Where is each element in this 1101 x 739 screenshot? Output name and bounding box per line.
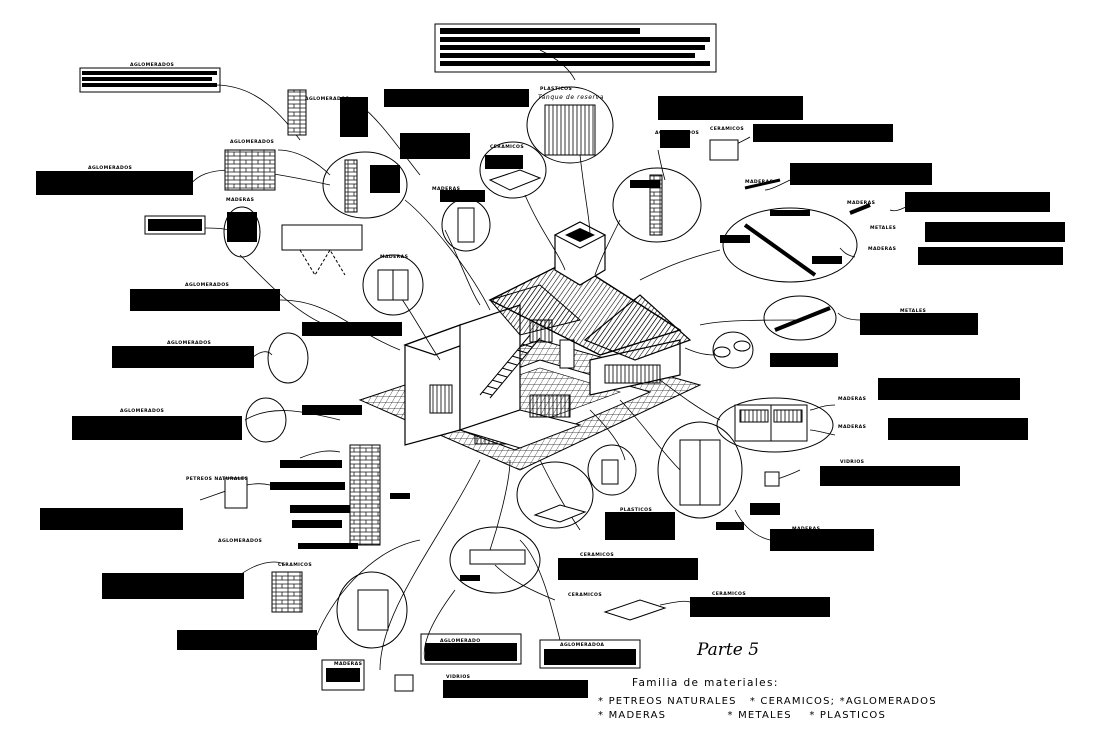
detail-circle-beam — [449, 526, 541, 594]
detail-circles — [223, 86, 858, 649]
drain-sketch — [601, 459, 619, 485]
material-labels: AGLOMERADOS AGLOMERADOS AGLOMERADOS AGLO… — [88, 62, 926, 680]
floor-tile-sketch — [533, 504, 587, 523]
label-aglomerados-3: AGLOMERADOS — [230, 139, 274, 145]
tank-sketch — [544, 104, 596, 156]
window-front — [529, 394, 571, 418]
detail-circle-window — [716, 397, 834, 453]
label-ceramicos-6: CERAMICOS — [712, 591, 746, 597]
label-vidrios-2: VIDRIOS — [446, 674, 470, 680]
label-maderas-3: MADERAS — [432, 186, 460, 192]
label-aglomerados-6: AGLOMERADOS — [167, 340, 211, 346]
label-maderas-8: MADERAS — [838, 424, 866, 430]
door-sketch — [457, 207, 475, 243]
window-right — [604, 364, 661, 384]
title-legend: Parte 5 Familia de materiales: * PETREOS… — [598, 640, 937, 721]
label-maderas-10: MADERAS — [334, 661, 362, 667]
window-left-1 — [429, 384, 453, 414]
glass-cube-sketch — [394, 674, 414, 692]
detail-circle-profile — [763, 295, 837, 341]
roof-left — [489, 284, 582, 336]
label-aglomerados-9: AGLOMERADOS — [655, 130, 699, 136]
metal-bar-sketch — [849, 203, 871, 215]
column-sketch — [649, 174, 663, 236]
label-aglomerados-4: AGLOMERADOS — [88, 165, 132, 171]
detail-circle-drain — [587, 444, 637, 496]
label-maderas-7: MADERAS — [838, 396, 866, 402]
label-plasticos-1: PLASTICOS — [540, 86, 572, 92]
label-aglomerados-8: AGLOMERADOS — [218, 538, 262, 544]
label-maderas-2: MADERAS — [380, 254, 408, 260]
staircase — [479, 334, 541, 399]
label-maderas-5: MADERAS — [847, 200, 875, 206]
ceramic-tile-lower-sketch — [603, 599, 667, 621]
detail-circle-window-left — [362, 254, 424, 316]
label-ceramicos-1: CERAMICOS — [710, 126, 744, 132]
label-ceramicos-3: CERAMICOS — [278, 562, 312, 568]
label-aglomerados-2: AGLOMERADOS — [305, 96, 349, 102]
ladder-sketch — [287, 89, 307, 136]
redacted-text-blocks — [36, 23, 1065, 698]
roof-beam-sketch — [743, 223, 817, 277]
label-aglomeradoa: AGLOMERADOA — [560, 642, 604, 648]
label-ceramicos-2: CERAMICOS — [490, 144, 524, 150]
label-maderas-6: MADERAS — [868, 246, 896, 252]
wall-section-sketch — [344, 159, 358, 213]
door-mid — [559, 339, 575, 369]
roof-main — [488, 259, 682, 356]
label-metales-2: METALES — [900, 308, 926, 314]
detail-circle-small-2 — [267, 332, 309, 384]
detail-circle-small-1 — [223, 206, 261, 258]
ceramic-top-right-sketch — [709, 139, 739, 161]
label-vidrios-1: VIDRIOS — [840, 459, 864, 465]
detail-circle-frame — [336, 571, 408, 649]
detail-circle-tile — [479, 141, 547, 199]
profile-sketch — [774, 306, 831, 332]
label-aglomerados-7: AGLOMERADOS — [120, 408, 164, 414]
legend-line-1: * PETREOS NATURALES * CERAMICOS; *AGLOME… — [598, 696, 937, 707]
label-aglomerados-1: AGLOMERADOS — [130, 62, 174, 68]
label-maderas-1: MADERAS — [226, 197, 254, 203]
foundation-sketch — [281, 224, 363, 251]
beam-sketch — [469, 549, 526, 565]
pipe-sketch-1 — [713, 346, 731, 358]
label-metales-1: METALES — [870, 225, 896, 231]
label-aglomerados-5: AGLOMERADOS — [185, 282, 229, 288]
wall-front — [458, 409, 582, 449]
page-title: Parte 5 — [696, 640, 759, 660]
legend-heading: Familia de materiales: — [632, 677, 779, 689]
legend-line-2: * MADERAS * METALES * PLASTICOS — [598, 710, 886, 721]
wall-stack-sketch — [349, 444, 381, 546]
tile-sketch — [488, 169, 542, 191]
label-petreos: PETREOS NATURALES — [186, 476, 248, 482]
label-ceramicos-5: CERAMICOS — [568, 592, 602, 598]
frame-sketch — [357, 589, 389, 631]
label-maderas-4: MADERAS — [745, 179, 773, 185]
detail-circle-pipe — [712, 331, 754, 369]
detail-circle-column — [612, 167, 702, 243]
ceramic-block-sketch — [271, 571, 303, 613]
detail-sketches — [224, 89, 871, 692]
pipe-sketch-2 — [733, 340, 751, 352]
block-wall-sketch — [224, 149, 276, 191]
label-ceramicos-4: CERAMICOS — [580, 552, 614, 558]
detail-circle-door-right — [657, 421, 743, 519]
detail-circle-tank — [526, 86, 614, 164]
house-illustration — [358, 221, 702, 471]
label-plasticos-2: PLASTICOS — [620, 507, 652, 513]
detail-circle-wall-section — [322, 151, 408, 219]
label-maderas-9: MADERAS — [792, 526, 820, 532]
water-tank-inner — [565, 228, 595, 242]
detail-circle-roof-beam — [722, 207, 858, 283]
detail-circle-floor-tile — [516, 461, 594, 529]
label-aglomerado: AGLOMERADO — [440, 638, 481, 644]
label-tank: Tanque de reserva — [538, 94, 604, 101]
small-cube-sketch — [764, 471, 780, 487]
detail-circle-small-3 — [245, 397, 287, 443]
stone-sample-sketch — [224, 477, 248, 509]
